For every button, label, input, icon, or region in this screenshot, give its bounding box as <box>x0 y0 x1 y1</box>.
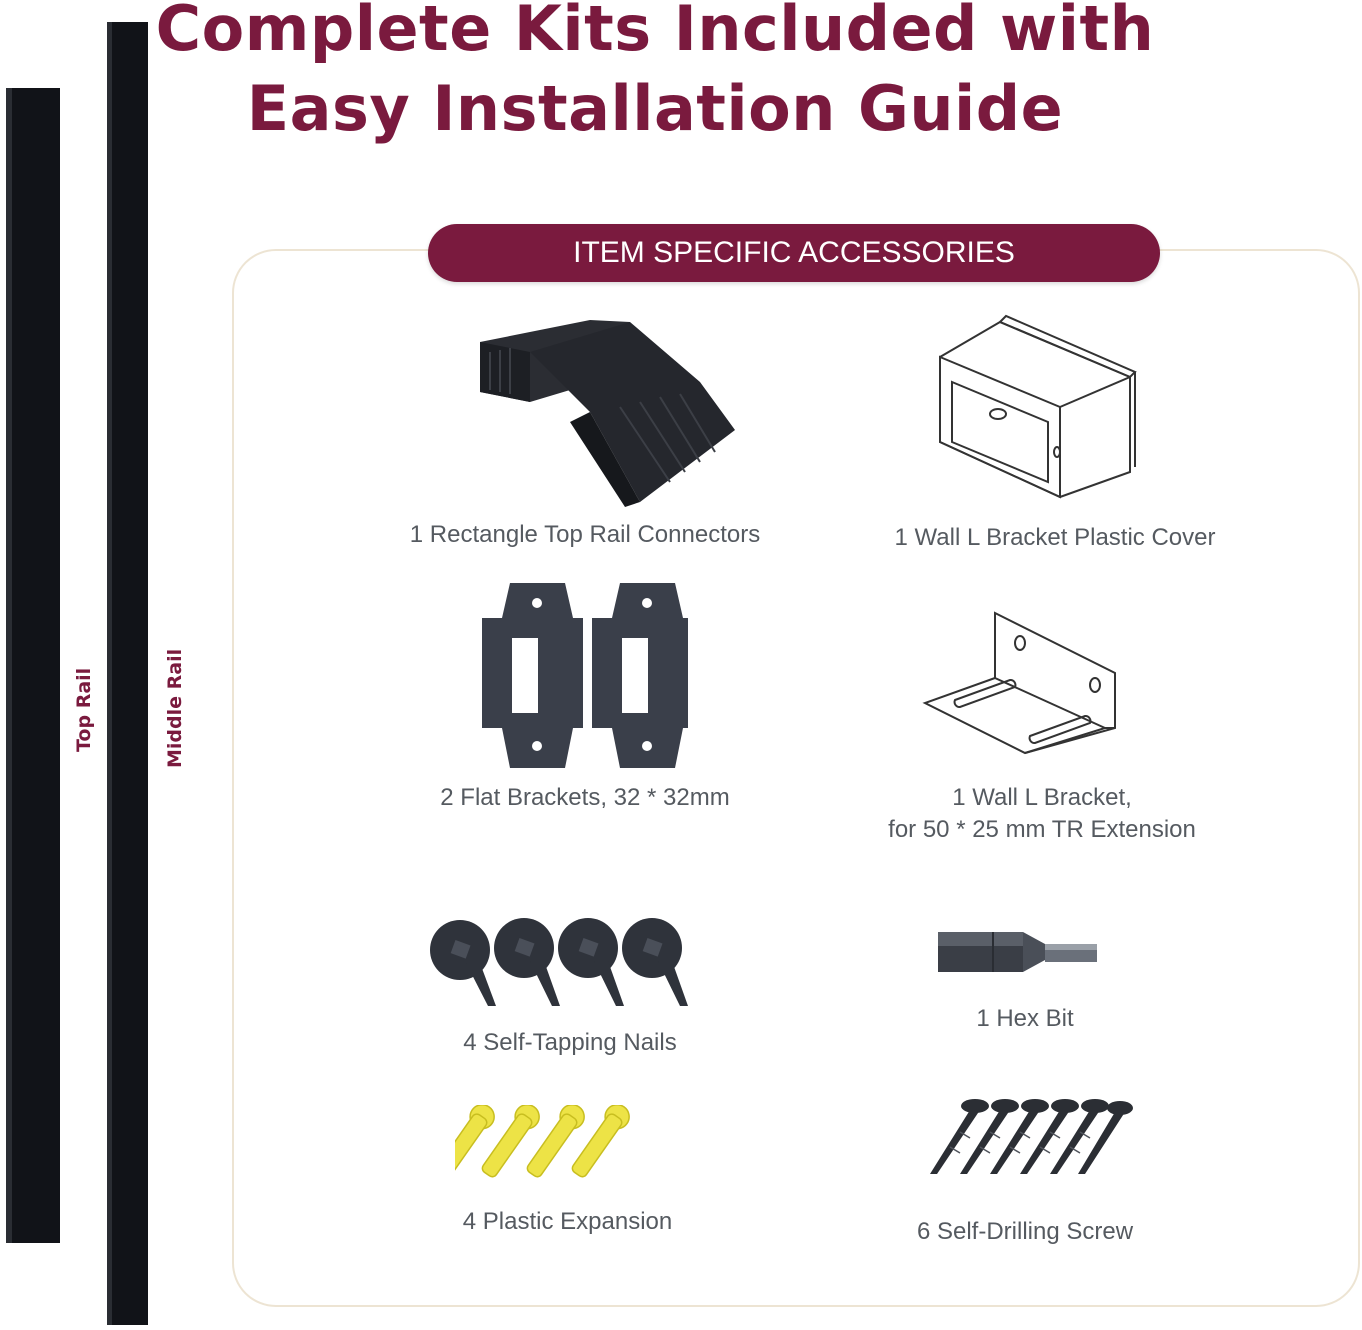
middle-rail-edge <box>107 22 112 1325</box>
item-caption-wall-l-bracket-line-2: for 50 * 25 mm TR Extension <box>888 816 1196 843</box>
item-caption-wall-l-bracket-line-1: 1 Wall L Bracket, <box>952 784 1132 811</box>
flat-bracket-icon <box>482 583 688 768</box>
page-title-line-2: Easy Installation Guide <box>246 72 1064 145</box>
middle-rail-image <box>107 22 148 1325</box>
plastic-anchor-icon <box>455 1105 630 1178</box>
item-caption-flat-brackets: 2 Flat Brackets, 32 * 32mm <box>440 784 730 811</box>
rail-connector-icon <box>480 320 735 507</box>
middle-rail-label: Middle Rail <box>164 648 186 768</box>
self-tapping-nail-icon <box>430 918 688 1006</box>
wall-l-bracket-icon <box>922 611 1116 755</box>
accessories-panel <box>232 249 1360 1307</box>
top-rail-edge <box>6 88 12 1243</box>
top-rail-image <box>6 88 60 1243</box>
item-caption-self-tapping-nails: 4 Self-Tapping Nails <box>463 1029 677 1056</box>
item-caption-bracket-cover: 1 Wall L Bracket Plastic Cover <box>894 524 1216 551</box>
hex-bit-icon <box>938 932 1097 972</box>
page-title-line-1: Complete Kits Included with <box>155 0 1155 65</box>
item-caption-self-drilling-screw: 6 Self-Drilling Screw <box>916 1218 1134 1245</box>
item-caption-rail-connectors: 1 Rectangle Top Rail Connectors <box>409 521 761 548</box>
accessories-banner: ITEM SPECIFIC ACCESSORIES <box>428 224 1160 282</box>
item-caption-hex-bit: 1 Hex Bit <box>976 1005 1074 1032</box>
self-drilling-screw-icon <box>930 1099 1133 1174</box>
bracket-cover-icon <box>939 314 1137 499</box>
top-rail-label: Top Rail <box>73 667 95 752</box>
item-caption-plastic-expansion: 4 Plastic Expansion <box>462 1208 673 1235</box>
